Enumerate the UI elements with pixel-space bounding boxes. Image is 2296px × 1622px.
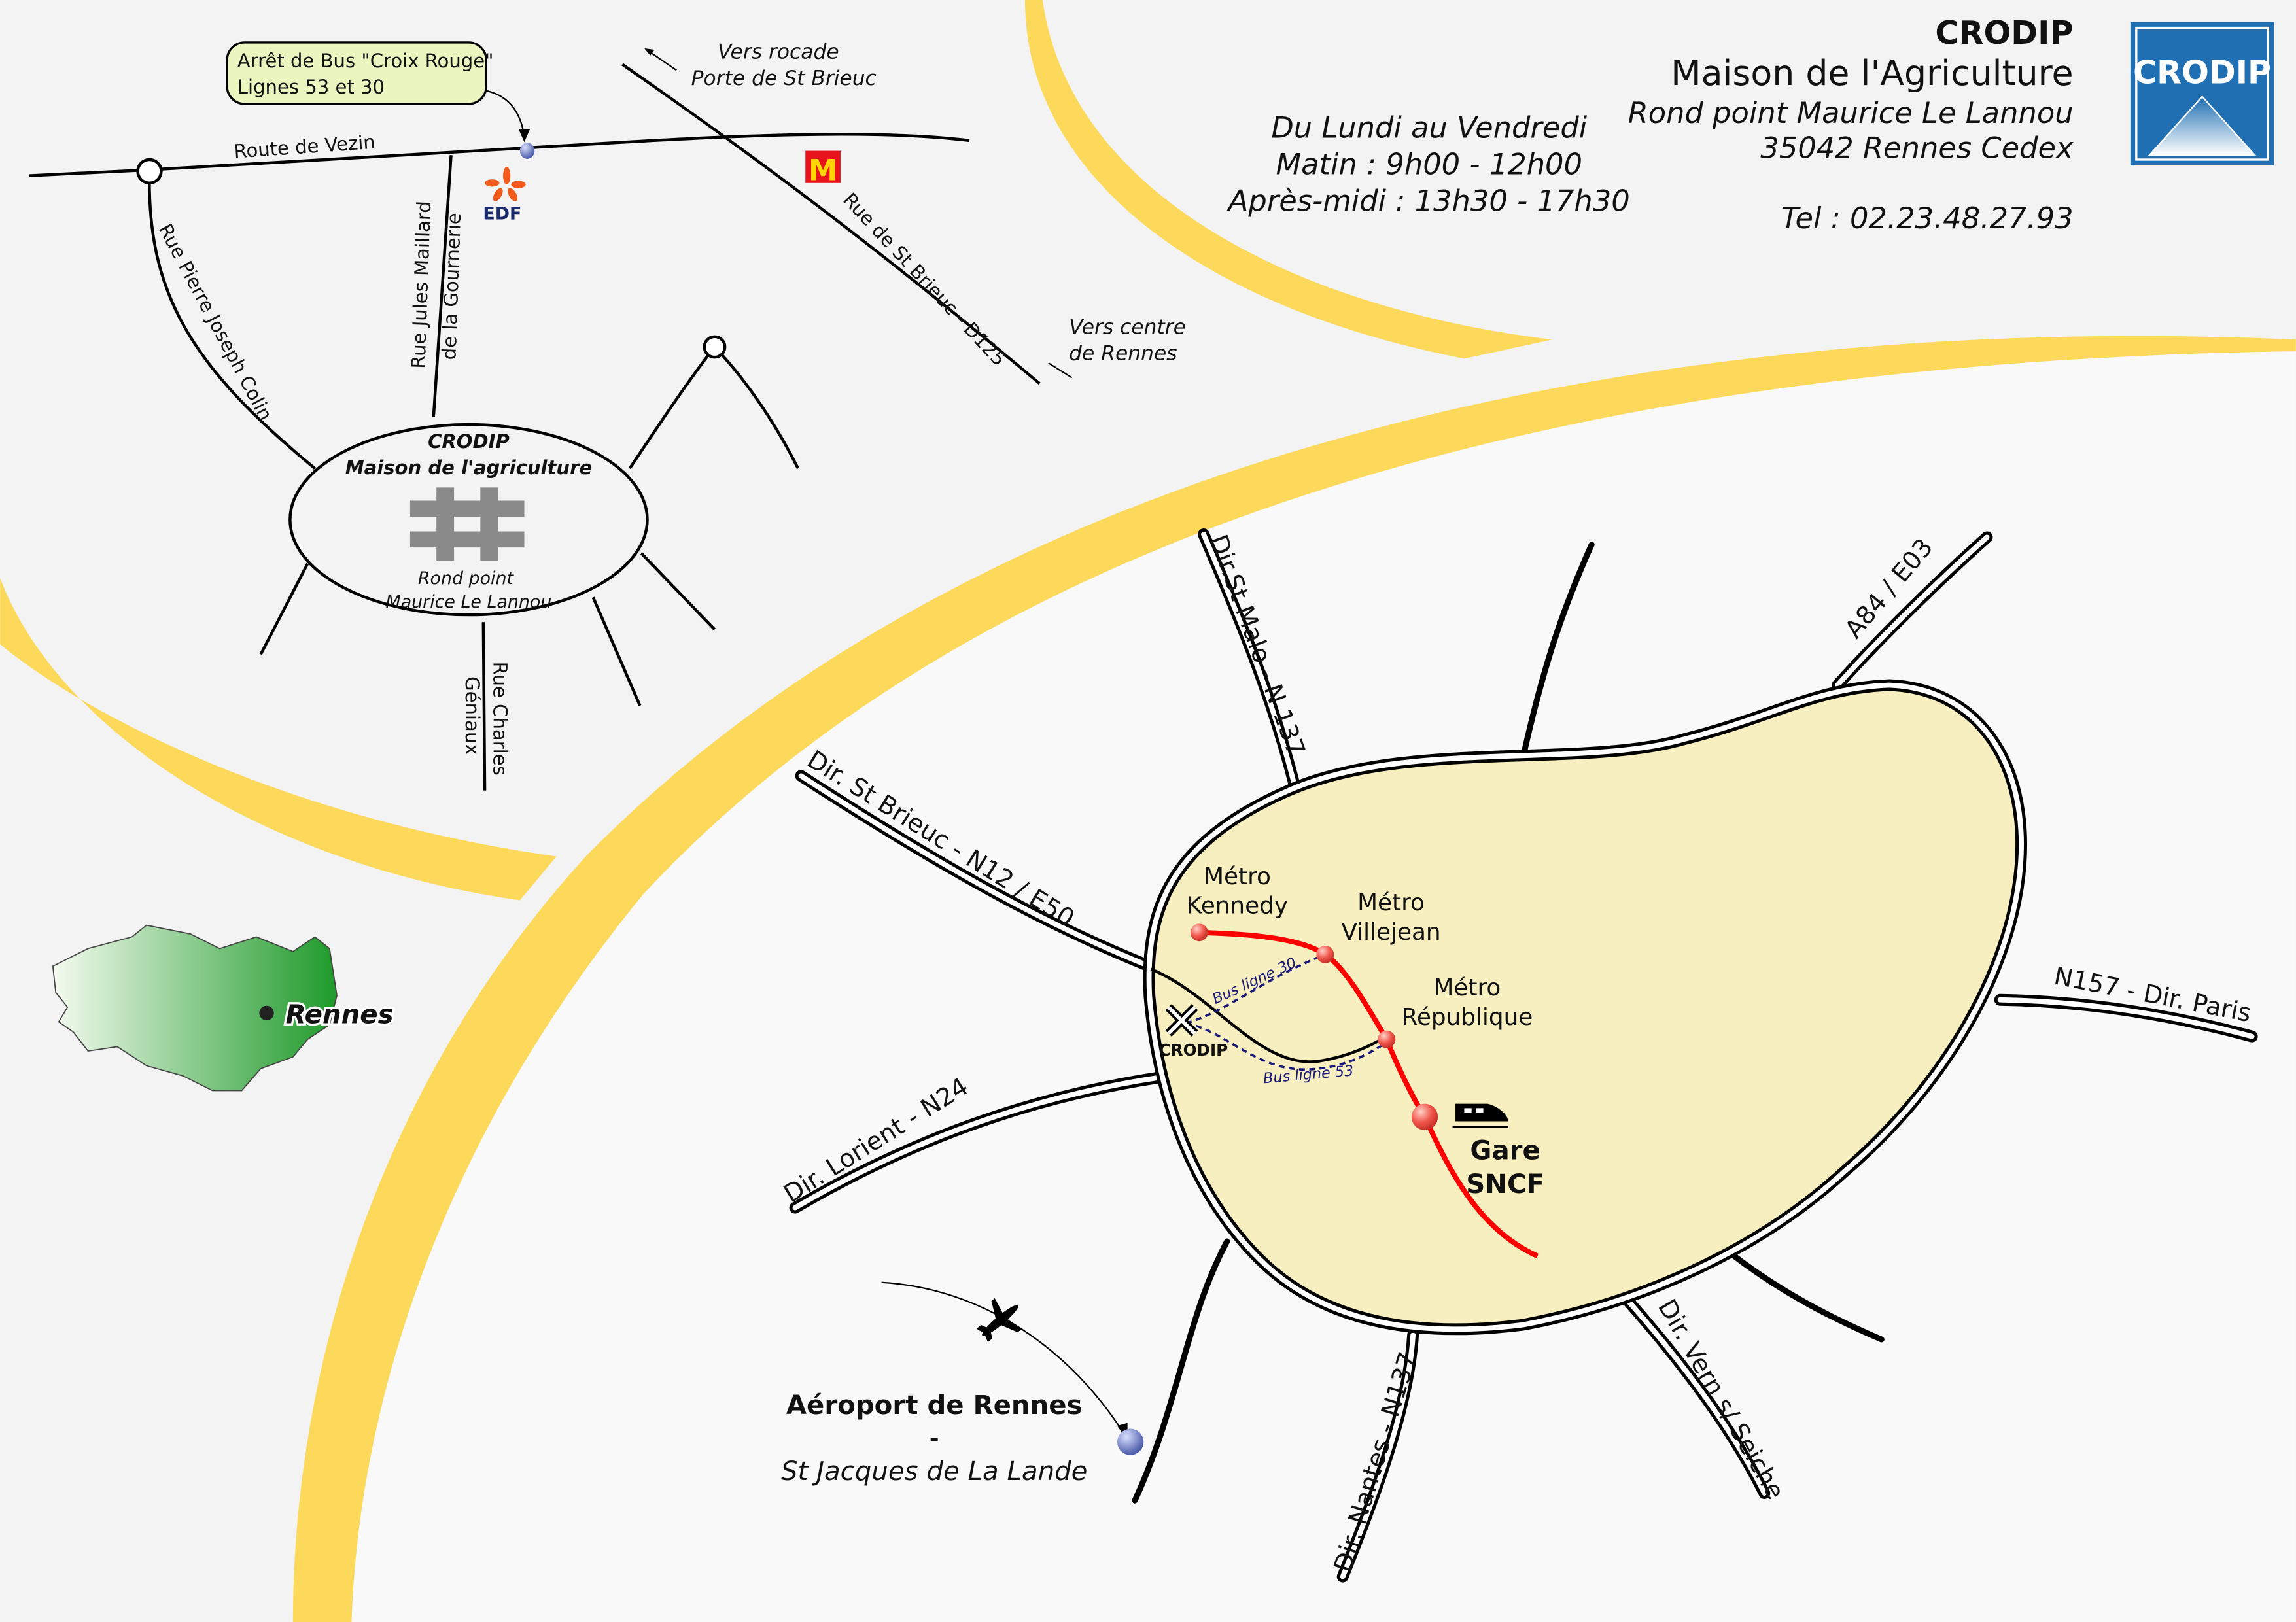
hours-morning: Matin : 9h00 - 12h00 xyxy=(1276,147,1582,181)
roundabout-label: Maurice Le Lannou xyxy=(386,592,552,612)
label-vers-rocade: Vers rocade xyxy=(718,41,839,64)
road-sw xyxy=(259,562,309,655)
label-airport: Aéroport de Rennes xyxy=(786,1390,1083,1421)
airplane-icon xyxy=(976,1298,1022,1343)
label-de-rennes: de Rennes xyxy=(1069,342,1177,366)
hours-days: Du Lundi au Vendredi xyxy=(1271,110,1587,145)
label-gare: Gare xyxy=(1470,1136,1540,1166)
roundabout-label: Rond point xyxy=(418,568,515,589)
radial-roads xyxy=(789,528,2258,1583)
logo-triangle-icon xyxy=(2148,95,2257,156)
road-north xyxy=(1520,542,1595,761)
road-rue-maillard xyxy=(432,155,453,418)
arrow-icon xyxy=(648,50,677,71)
label-crodip: CRODIP xyxy=(1159,1041,1228,1060)
bus-stop-name: Arrêt de Bus "Croix Rouge" xyxy=(237,50,494,72)
mcdonalds-logo-icon: M xyxy=(805,150,841,187)
contact-block: CRODIP Maison de l'Agriculture Rond poin… xyxy=(1628,14,2074,235)
roundabout-subtitle: Maison de l'agriculture xyxy=(345,457,592,479)
address-line-1: Rond point Maurice Le Lannou xyxy=(1628,95,2074,130)
label-metro-villejean: Villejean xyxy=(1341,919,1440,946)
road-to-crodip xyxy=(1150,967,1387,1063)
road-rue-charles-geniaux xyxy=(481,622,487,791)
label-geniaux: Géniaux xyxy=(461,676,483,755)
road-south-east xyxy=(591,596,642,706)
airport-marker xyxy=(1117,1428,1144,1455)
metro-station-villejean xyxy=(1316,945,1334,963)
road-rue-colin xyxy=(148,169,316,470)
label-metro-villejean: Métro xyxy=(1357,889,1425,916)
label-metro-republique: Métro xyxy=(1434,975,1501,1001)
label-sncf: SNCF xyxy=(1466,1169,1544,1199)
label-rue-charles: Rue Charles xyxy=(489,662,511,776)
label-metro-kennedy: Kennedy xyxy=(1187,893,1288,920)
gare-sncf-station xyxy=(1411,1103,1438,1130)
arrow-head-icon xyxy=(518,128,531,143)
bus-line-53 xyxy=(1185,1022,1387,1071)
brittany-region-map: Rennes xyxy=(52,924,396,1092)
building-icon xyxy=(409,487,525,561)
roundabout-icon xyxy=(136,158,163,185)
crodip-logo: CRODIP xyxy=(2130,22,2274,165)
mcdonalds-label: M xyxy=(809,152,838,187)
road-south-west xyxy=(1132,1238,1230,1504)
phone-number: Tel : 02.23.48.27.93 xyxy=(1781,201,2074,235)
roundabout-icon xyxy=(703,335,727,359)
bus-stop-callout xyxy=(226,41,487,105)
building-name: Maison de l'Agriculture xyxy=(1671,52,2073,94)
edf-label: EDF xyxy=(483,204,521,224)
logo-text: CRODIP xyxy=(2133,54,2271,92)
road-rue-de-st-brieuc xyxy=(621,63,1041,385)
label-airport-separator: - xyxy=(930,1425,939,1452)
crodip-location-icon xyxy=(1165,1004,1198,1037)
metro-station-kennedy xyxy=(1190,923,1208,942)
label-vers-centre: Vers centre xyxy=(1069,315,1186,339)
yellow-swoosh-top xyxy=(1024,0,1552,359)
road-south-east xyxy=(1713,1238,1885,1343)
label-metro-republique: République xyxy=(1402,1004,1533,1031)
org-name: CRODIP xyxy=(1935,14,2073,52)
rennes-label: Rennes xyxy=(286,1000,394,1030)
label-porte-st-brieuc: Porte de St Brieuc xyxy=(691,67,877,90)
label-metro-kennedy: Métro xyxy=(1204,863,1271,890)
label-rue-maillard: de la Gournerie xyxy=(438,213,465,360)
yellow-swoosh-left xyxy=(0,578,557,901)
road-route-de-vezin xyxy=(29,133,970,177)
road-east xyxy=(640,552,716,631)
ring-road-inner-line xyxy=(1146,682,2024,1332)
arrow-head-icon xyxy=(644,48,655,56)
arrow-icon xyxy=(1048,362,1073,379)
metro-station-republique xyxy=(1378,1030,1396,1048)
bus-stop-lines: Lignes 53 et 30 xyxy=(237,76,385,98)
address-line-2: 35042 Rennes Cedex xyxy=(1760,131,2074,165)
roundabout-title: CRODIP xyxy=(428,430,510,453)
rennes-dot xyxy=(259,1005,274,1021)
bus-stop-marker xyxy=(519,143,535,159)
hours-afternoon: Après-midi : 13h30 - 17h30 xyxy=(1226,183,1630,218)
label-airport-location: St Jacques de La Lande xyxy=(781,1457,1087,1487)
opening-hours: Du Lundi au Vendredi Matin : 9h00 - 12h0… xyxy=(1226,110,1630,218)
train-icon xyxy=(1452,1103,1508,1128)
edf-logo-icon: EDF xyxy=(483,167,526,224)
airport-route xyxy=(881,1281,1126,1436)
roundabout-maurice-le-lannou xyxy=(288,423,649,617)
